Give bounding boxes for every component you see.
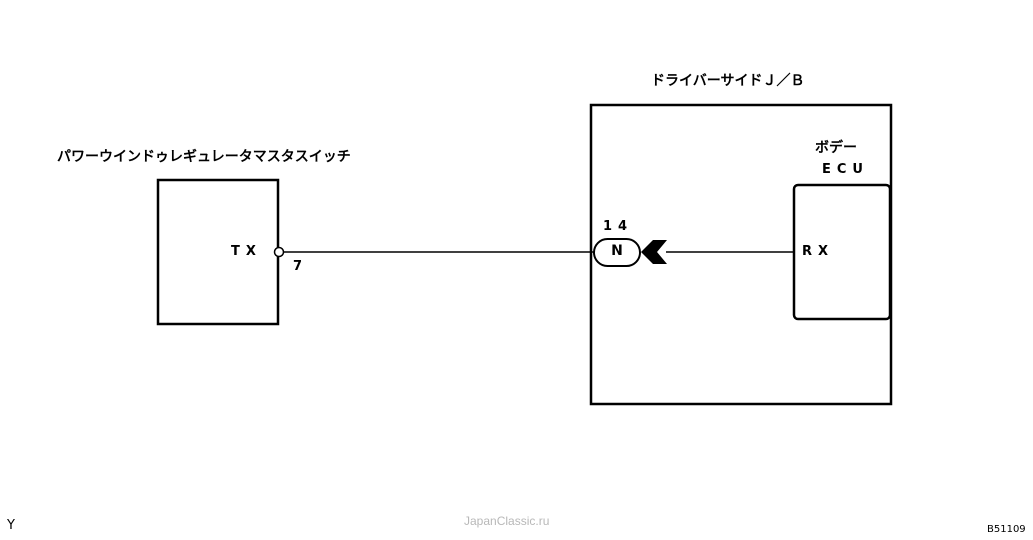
figure-code: B51109 [987,524,1026,535]
junction-block-title: ドライバーサイドＪ／Ｂ [651,73,805,89]
connector-pin-number: 14 [603,219,634,234]
watermark: JapanClassic.ru [464,514,550,528]
footer-left-mark: Y [7,518,15,533]
body-ecu-title: ボデー [815,140,857,156]
connector-capsule [593,238,641,267]
tx-terminal-point [273,246,285,258]
tx-terminal-label: TX [231,244,262,259]
rx-terminal-label: RX [802,244,835,259]
body-ecu-subtitle: ECU [822,162,869,177]
connector-arrow-icon [641,240,667,264]
tx-pin-number: 7 [293,259,303,274]
connector-code: N [611,243,623,259]
master-switch-title: パワーウインドゥレギュレータマスタスイッチ [57,149,351,165]
